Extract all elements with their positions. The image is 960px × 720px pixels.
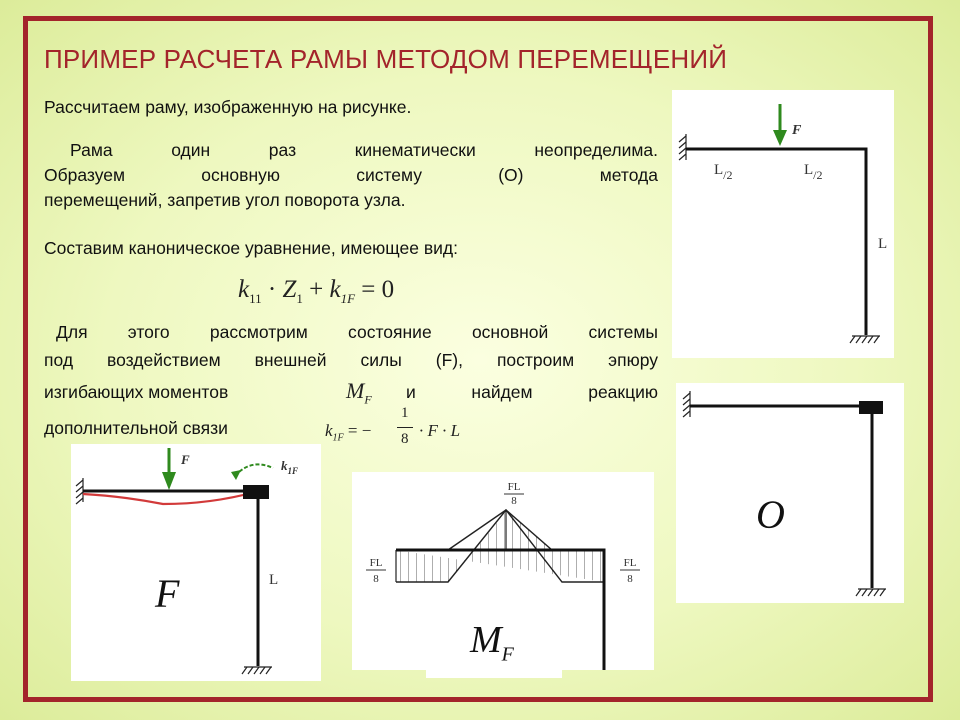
main-force-label: F	[791, 123, 802, 138]
basic-system-caption: O	[756, 492, 785, 537]
panel-main-frame: F L/2 L/2 L	[672, 90, 894, 358]
paragraph-kinematic-line2: Образуем основную систему (О) метода	[44, 165, 658, 185]
state-f-force-label: F	[180, 452, 190, 467]
state-f-height-label: L	[269, 572, 278, 588]
panel-basic-system: O	[676, 383, 904, 603]
main-height-label: L	[878, 236, 887, 252]
moment-right-den: 8	[627, 573, 633, 585]
moment-left-den: 8	[373, 573, 379, 585]
paragraph-canonical: Составим каноническое уравнение, имеющее…	[44, 238, 458, 258]
moment-caption: MF	[470, 619, 514, 666]
basic-system-diagram	[682, 391, 886, 597]
moment-caption-box	[426, 618, 562, 678]
slide-frame	[23, 16, 933, 702]
moment-top-num: FL	[508, 481, 521, 493]
moment-symbol-inline: MF	[346, 378, 372, 407]
moment-top-den: 8	[511, 495, 517, 507]
paragraph-kinematic-line3: перемещений, запретив угол поворота узла…	[44, 190, 406, 210]
canonical-equation: k11 · Z1 + k1F = 0	[238, 276, 395, 306]
paragraph-state-line4: дополнительной связи	[44, 418, 228, 438]
reaction-equation: k1F = − 1 8 · F · L	[325, 405, 461, 447]
state-f-reaction-label: k1F	[281, 458, 298, 476]
paragraph-state-line3b: и найдем реакцию	[406, 382, 658, 402]
moment-left-num: FL	[370, 557, 383, 569]
slide-title: ПРИМЕР РАСЧЕТА РАМЫ МЕТОДОМ ПЕРЕМЕЩЕНИЙ	[44, 44, 728, 74]
paragraph-state-line2: под воздействием внешней силы (F), постр…	[44, 350, 658, 370]
main-frame-diagram: F L/2 L/2 L	[678, 104, 887, 344]
moment-diagram: FL 8 FL 8 FL 8	[366, 481, 640, 670]
paragraph-state-line3a: изгибающих моментов	[44, 382, 229, 402]
main-half-label-right: L/2	[804, 162, 823, 182]
state-f-caption: F	[155, 571, 180, 616]
paragraph-kinematic-line1: Рама один раз кинематически неопределима…	[70, 140, 658, 160]
paragraph-intro: Рассчитаем раму, изображенную на рисунке…	[44, 97, 412, 117]
paragraph-state-line1: Для этого рассмотрим состояние основной …	[56, 322, 658, 342]
moment-right-num: FL	[624, 557, 637, 569]
main-half-label-left: L/2	[714, 162, 733, 182]
panel-state-f: F k1F L F	[71, 444, 321, 681]
panel-moment-diagram: FL 8 FL 8 FL 8	[352, 472, 654, 670]
state-f-diagram: F k1F L	[75, 448, 298, 675]
